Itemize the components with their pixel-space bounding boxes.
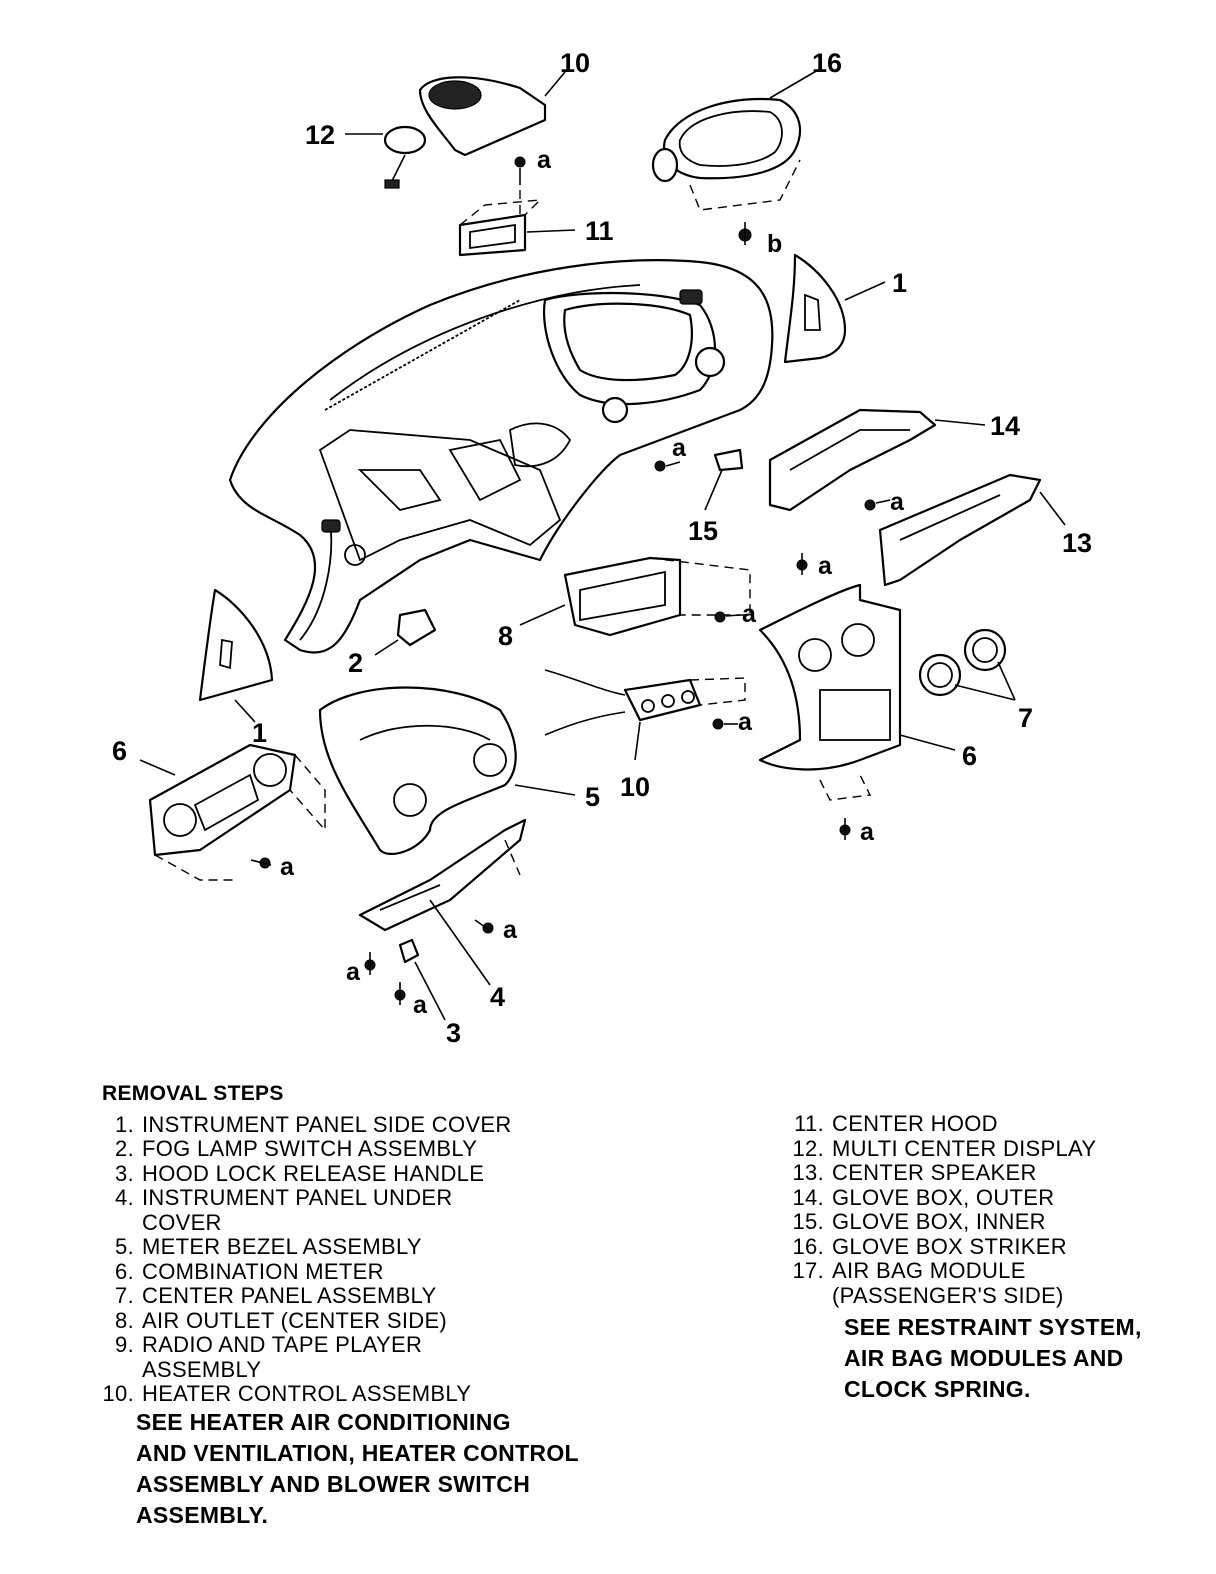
callout-17: 16 — [812, 48, 842, 78]
list-item: 10.HEATER CONTROL ASSEMBLY — [102, 1381, 472, 1406]
fastener-label: a — [742, 600, 757, 628]
callout-10: 10 — [620, 772, 650, 802]
callout-8: 7 — [1018, 703, 1033, 733]
list-item: 13.CENTER SPEAKER — [792, 1160, 1037, 1185]
callout-15: 14 — [990, 411, 1020, 441]
exploded-instrument-panel-diagram: 10 16 12 11 1 14 15 13 8 2 7 1 6 6 5 10 … — [112, 48, 1092, 1048]
list-item: 2.FOG LAMP SWITCH ASSEMBLY — [115, 1136, 478, 1161]
callout-1-right: 1 — [892, 268, 907, 298]
fastener-label: a — [503, 916, 518, 944]
callout-7: 6 — [962, 741, 977, 771]
fastener-label: a — [672, 434, 687, 462]
list-item: 15.GLOVE BOX, INNER — [792, 1209, 1046, 1234]
list-item: 1.INSTRUMENT PANEL SIDE COVER — [115, 1111, 512, 1137]
fastener-label: a — [537, 146, 552, 174]
list-item: 4.INSTRUMENT PANEL UNDER — [115, 1185, 453, 1210]
fasteners — [250, 156, 891, 1005]
list-item: COVER — [142, 1209, 222, 1235]
radio-tape-player — [519, 556, 751, 637]
air-bag-module — [651, 69, 819, 211]
hood-lock-release-handle — [398, 938, 446, 1021]
removal-steps-left: REMOVAL STEPS 1.INSTRUMENT PANEL SIDE CO… — [102, 1082, 662, 1531]
fastener-label: a — [890, 488, 905, 516]
glove-box-outer — [878, 473, 1066, 587]
list-item: 17.AIR BAG MODULE — [792, 1258, 1026, 1283]
center-panel — [758, 583, 956, 801]
callout-5: 5 — [585, 782, 600, 812]
list-item: 16.GLOVE BOX STRIKER — [792, 1233, 1067, 1259]
list-item: 6.COMBINATION METER — [115, 1258, 384, 1284]
fastener-label: a — [860, 818, 875, 846]
fastener-labels: a b a a a a a a a a a a — [280, 146, 905, 1019]
fastener-label: a — [738, 708, 753, 736]
list-item: (PASSENGER'S SIDE) — [832, 1282, 1064, 1308]
fastener-label: b — [767, 230, 782, 258]
callout-1-left: 1 — [252, 718, 267, 748]
multi-center-display — [458, 199, 576, 257]
callout-12: 11 — [585, 216, 614, 246]
heater-reference-note: SEE HEATER AIR CONDITIONING AND VENTILAT… — [136, 1408, 579, 1528]
fastener-label: a — [413, 991, 428, 1019]
callout-16: 15 — [688, 516, 718, 546]
callout-9: 8 — [498, 621, 513, 651]
list-item: ASSEMBLY — [142, 1356, 262, 1382]
callout-6: 6 — [112, 736, 127, 766]
fog-lamp-switch — [374, 608, 437, 656]
center-hood — [418, 71, 566, 157]
glove-box-inner — [768, 408, 986, 512]
list-item: 11.CENTER HOOD — [794, 1111, 998, 1136]
fastener-label: a — [280, 853, 295, 881]
air-outlets — [918, 628, 1016, 701]
restraint-reference-note: SEE RESTRAINT SYSTEM, AIR BAG MODULES AN… — [844, 1314, 1142, 1402]
list-item: 8.AIR OUTLET (CENTER SIDE) — [115, 1307, 448, 1333]
side-cover-left — [198, 588, 274, 723]
combination-meter — [139, 743, 326, 881]
list-item: 14.GLOVE BOX, OUTER — [792, 1184, 1055, 1210]
callout-labels: 10 16 12 11 1 14 15 13 8 2 7 1 6 6 5 10 … — [112, 48, 1092, 1048]
callout-2: 2 — [348, 648, 363, 678]
callout-3: 3 — [446, 1018, 461, 1048]
callout-13: 12 — [305, 120, 335, 150]
meter-bezel — [318, 686, 576, 855]
list-item: 12.MULTI CENTER DISPLAY — [792, 1135, 1097, 1161]
glove-box-striker — [704, 448, 744, 511]
removal-steps-heading: REMOVAL STEPS — [102, 1082, 284, 1105]
list-item: 7.CENTER PANEL ASSEMBLY — [115, 1283, 437, 1308]
center-speaker — [345, 125, 427, 189]
list-item: 5.METER BEZEL ASSEMBLY — [115, 1234, 422, 1259]
heater-control — [544, 669, 746, 761]
list-item: 9.RADIO AND TAPE PLAYER — [115, 1332, 423, 1357]
removal-steps-right: 11.CENTER HOOD 12.MULTI CENTER DISPLAY 1… — [792, 1111, 1212, 1405]
fastener-label: a — [346, 958, 361, 986]
list-item: 3.HOOD LOCK RELEASE HANDLE — [115, 1160, 485, 1186]
side-cover-right — [783, 253, 886, 364]
fastener-label: a — [818, 552, 833, 580]
callout-14: 13 — [1062, 528, 1092, 558]
callout-11: 10 — [560, 48, 590, 78]
callout-4: 4 — [490, 982, 505, 1012]
instrument-panel-under-cover — [358, 818, 527, 986]
instrument-panel-main — [228, 259, 774, 654]
